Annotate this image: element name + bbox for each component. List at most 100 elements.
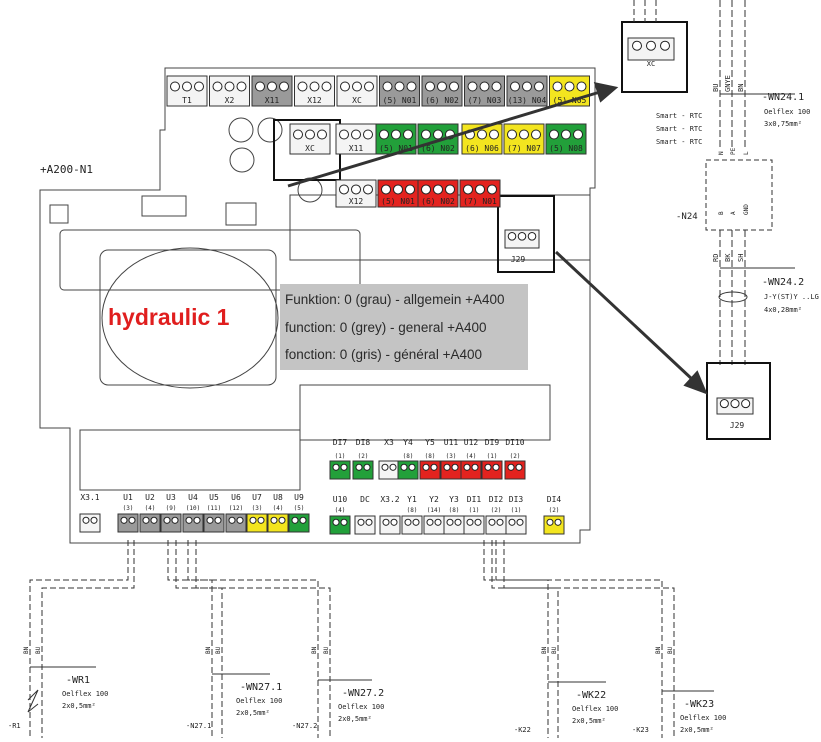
u-row-num: (11)	[207, 505, 221, 512]
terminal-body	[352, 460, 374, 480]
terminal-screw	[120, 516, 128, 524]
terminal-block	[182, 513, 204, 533]
terminal-screw	[206, 516, 214, 524]
di-bottom-num: (2)	[549, 507, 560, 514]
cable-name: -WN27.2	[342, 688, 384, 699]
cable-spec: Oelflex 100	[236, 697, 282, 705]
terminal-screw	[519, 129, 529, 140]
terminal-screw	[527, 232, 537, 241]
terminal-block: (13) N04	[506, 75, 548, 107]
terminal-screw	[487, 184, 497, 195]
cable-spec: Oelflex 100	[572, 705, 618, 713]
terminal-screw	[479, 81, 490, 92]
di-top-num: (1)	[487, 453, 498, 460]
terminal-screw	[185, 516, 193, 524]
terminal-screw	[463, 463, 471, 471]
cable-name: -WR1	[66, 675, 90, 686]
terminal-screw	[403, 129, 413, 140]
wn242-name: -WN24.2	[762, 277, 804, 288]
terminal-block	[440, 460, 462, 480]
terminal-block	[423, 515, 445, 535]
terminal-screw	[405, 184, 415, 195]
di-bottom-label: X3.2	[380, 495, 399, 504]
wn241-size: 3x0,75mm²	[764, 120, 802, 128]
terminal-body	[460, 460, 482, 480]
cable-wire	[483, 540, 549, 738]
n24-pin-bottom: B	[718, 211, 725, 215]
terminal-screw	[406, 81, 417, 92]
device-label: -N27.1	[186, 722, 211, 730]
terminal-screw	[445, 184, 455, 195]
terminal-screw	[267, 81, 277, 92]
cable-size: 2x0,5mm²	[572, 717, 606, 725]
u-row-label: U9	[294, 493, 304, 502]
shield-symbol	[718, 291, 748, 303]
terminal-screw	[299, 516, 307, 524]
di-bottom-label: DI4	[547, 495, 562, 504]
di-top-label: Y4	[403, 438, 413, 447]
terminal-label: (6) N02	[425, 96, 459, 105]
terminal-body	[139, 513, 161, 533]
smart-rtc-label: Smart - RTC	[656, 125, 702, 133]
terminal-screw	[467, 81, 478, 92]
cable-wire	[41, 540, 135, 738]
hydraulic-title: hydraulic 1	[108, 304, 230, 330]
terminal-block: X2	[209, 75, 250, 107]
bus-wire-tag: RD	[712, 254, 720, 262]
terminal-body	[397, 460, 419, 480]
cable-wire-tag: BN	[541, 646, 548, 654]
terminal-block	[117, 513, 139, 533]
terminal-block	[419, 460, 441, 480]
u-row-label: U3	[166, 493, 176, 502]
terminal-screw	[355, 463, 363, 471]
terminal-body	[401, 515, 423, 535]
terminal-body	[440, 460, 462, 480]
terminal-screw	[646, 40, 656, 51]
wn242-size: 4x0,28mm²	[764, 306, 802, 314]
terminal-screw	[391, 129, 401, 140]
terminal-screw	[351, 184, 361, 195]
u-row-label: U5	[209, 493, 219, 502]
terminal-body	[379, 515, 401, 535]
terminal-screw	[484, 463, 492, 471]
terminal-screw	[421, 184, 431, 195]
terminal-body	[329, 515, 351, 535]
terminal-screw	[515, 463, 523, 471]
terminal-screw	[491, 81, 502, 92]
terminal-screw	[351, 129, 361, 140]
terminal-screw	[340, 518, 348, 526]
terminal-label: X12	[307, 96, 322, 105]
di-top-num: (4)	[466, 453, 477, 460]
terminal-block: (5) N01	[379, 75, 420, 107]
smart-rtc-label: Smart - RTC	[656, 138, 702, 146]
cable-wire	[187, 540, 319, 738]
terminal-label: X12	[349, 197, 364, 206]
terminal-block	[139, 513, 161, 533]
wn241-name: -WN24.1	[762, 92, 804, 103]
terminal-label: (13) N04	[508, 96, 547, 105]
u-row-num: (10)	[186, 505, 200, 512]
terminal-screw	[421, 129, 431, 140]
terminal-screw	[443, 463, 451, 471]
terminal-screw	[363, 463, 371, 471]
bus-wire-tag: BK	[724, 253, 732, 262]
terminal-body	[481, 460, 503, 480]
di-bottom-num: (8)	[449, 507, 460, 514]
terminal-block	[329, 460, 351, 480]
terminal-screw	[471, 463, 479, 471]
cable-size: 2x0,5mm²	[680, 726, 714, 734]
terminal-block	[160, 513, 182, 533]
board-label: +A200-N1	[40, 163, 93, 176]
u-row-num: (4)	[145, 505, 156, 512]
terminal-block: (6) N02	[421, 75, 463, 107]
terminal-screw	[291, 516, 299, 524]
terminal-screw	[170, 81, 180, 92]
cable-name: -WN27.1	[240, 682, 282, 693]
terminal-screw	[214, 516, 222, 524]
terminal-screw	[474, 518, 482, 526]
di-bottom-label: DI2	[489, 495, 504, 504]
cable-wire-tag: BU	[667, 646, 674, 654]
info-line-de: Funktion: 0 (grau) - allgemein +A400	[285, 292, 505, 307]
